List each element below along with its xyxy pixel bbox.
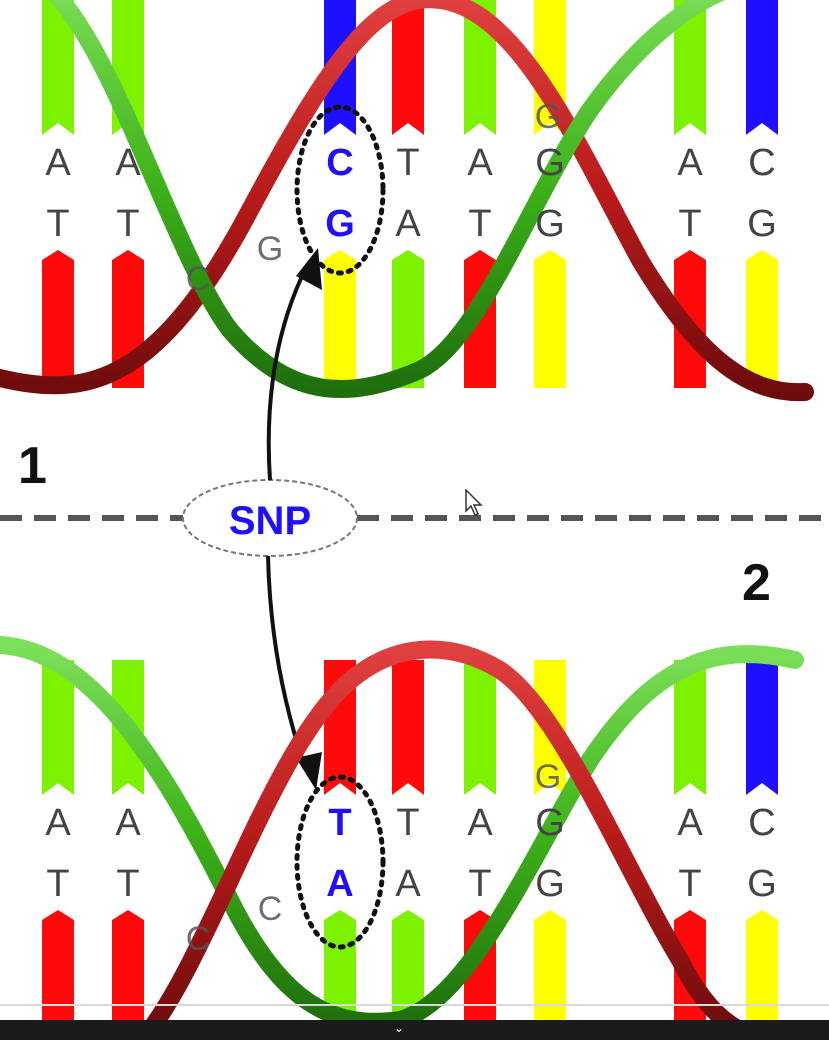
panel-1-bottom-bar-6 <box>534 250 566 388</box>
separator: SNP <box>0 248 829 790</box>
panel-1-top-bar-1 <box>42 0 74 135</box>
panel-1-hidden-letter-2: G <box>257 230 283 268</box>
panel-1-top-letter-1: A <box>45 142 71 184</box>
panel-1-snp-circle <box>294 104 386 276</box>
player-control-bar <box>0 1020 829 1040</box>
panel-1-bottom-letter-8: G <box>747 203 777 245</box>
arrowhead-panel-2 <box>296 752 322 790</box>
panel-2-hidden-letter-3: G <box>535 758 561 796</box>
panel-2-bottom-letter-1: T <box>46 863 69 905</box>
panel-1-top-bar-7 <box>674 0 706 135</box>
panel-2-bottom-letter-6: G <box>535 863 565 905</box>
panel-1-label: 1 <box>18 437 47 495</box>
panel-2-bottom-letter-3: A <box>326 863 353 905</box>
panel-1-bottom-bar-8 <box>746 250 778 388</box>
panel-1-bottom-letter-7: T <box>678 203 701 245</box>
panel-2-top-letter-1: A <box>45 802 71 844</box>
panel-2-bottom-bar-8 <box>746 910 778 1040</box>
panel-1-red-strand <box>0 0 814 402</box>
panel-2-label: 2 <box>742 554 771 612</box>
chevron-down-icon[interactable]: ⌄ <box>393 1021 405 1035</box>
panel-1-bottom-bar-4 <box>392 250 424 388</box>
panel-2-bottom-letter-7: T <box>678 863 701 905</box>
panel-2-top-letter-7: A <box>677 802 703 844</box>
panel-2-hidden-letter-2: C <box>258 890 283 928</box>
panel-2-bottom-bar-1 <box>42 910 74 1040</box>
panel-2-top-letter-5: A <box>467 802 493 844</box>
panel-1-bottom-letter-4: A <box>395 203 421 245</box>
panel-2-red-strand <box>141 640 749 1039</box>
panel-1-hidden-letter-1: C <box>186 260 211 298</box>
progress-track[interactable] <box>0 1004 829 1006</box>
panel-1-bottom-letter-3: G <box>325 203 355 245</box>
panel-2-top-letter-4: T <box>396 802 419 844</box>
panel-1-strands <box>0 0 814 402</box>
panel-1-green-strand <box>48 0 726 398</box>
panel-1-top-letter-4: T <box>396 142 419 184</box>
panel-1-hidden-letter-3: G <box>535 98 561 136</box>
panel-2-top-bar-4 <box>392 660 424 795</box>
panel-2-top-bar-8 <box>746 660 778 795</box>
panel-1-bottom-letter-1: T <box>46 203 69 245</box>
panel-2-top-letter-6: G <box>535 802 565 844</box>
panel-1-bottom-letter-5: T <box>468 203 491 245</box>
panel-2-bottom-letter-8: G <box>747 863 777 905</box>
panel-1-top-letter-3: C <box>326 142 353 184</box>
mouse-pointer-icon <box>465 489 483 516</box>
panel-2-bottom-letter-5: T <box>468 863 491 905</box>
panel-1-bottom-letter-2: T <box>116 203 139 245</box>
panel-2-bottom-bar-2 <box>112 910 144 1040</box>
arrow-to-panel-1 <box>266 267 308 481</box>
arrowhead-panel-1 <box>296 248 322 290</box>
panel-2-base-bars <box>42 660 778 1040</box>
panel-2-top-bar-7 <box>674 660 706 795</box>
panel-1-top-letter-8: C <box>748 142 775 184</box>
panel-1-top-letter-6: G <box>535 142 565 184</box>
panel-2-top-letter-2: A <box>115 802 141 844</box>
snp-label: SNP <box>229 499 311 543</box>
panel-2-bottom-letter-4: A <box>395 863 421 905</box>
panel-2-top-bar-5 <box>464 660 496 795</box>
panel-1-top-letter-7: A <box>677 142 703 184</box>
panel-1-top-bar-4 <box>392 0 424 135</box>
panel-1-bottom-bar-3 <box>324 250 356 388</box>
panel-2-top-letter-3: T <box>328 802 351 844</box>
panel-1-bottom-letter-6: G <box>535 203 565 245</box>
panel-2-top-bar-1 <box>42 660 74 795</box>
panel-2-top-letter-8: C <box>748 802 775 844</box>
panel-1-top-letter-2: A <box>115 142 141 184</box>
panel-1-top-letter-5: A <box>467 142 493 184</box>
panel-2-hidden-letter-1: C <box>186 920 211 958</box>
panel-2-bottom-letter-2: T <box>116 863 139 905</box>
panel-1-bottom-bar-1 <box>42 250 74 388</box>
panel-2-bottom-bar-6 <box>534 910 566 1040</box>
panel-1-top-bar-8 <box>746 0 778 135</box>
panel-2-snp-circle <box>294 774 386 950</box>
